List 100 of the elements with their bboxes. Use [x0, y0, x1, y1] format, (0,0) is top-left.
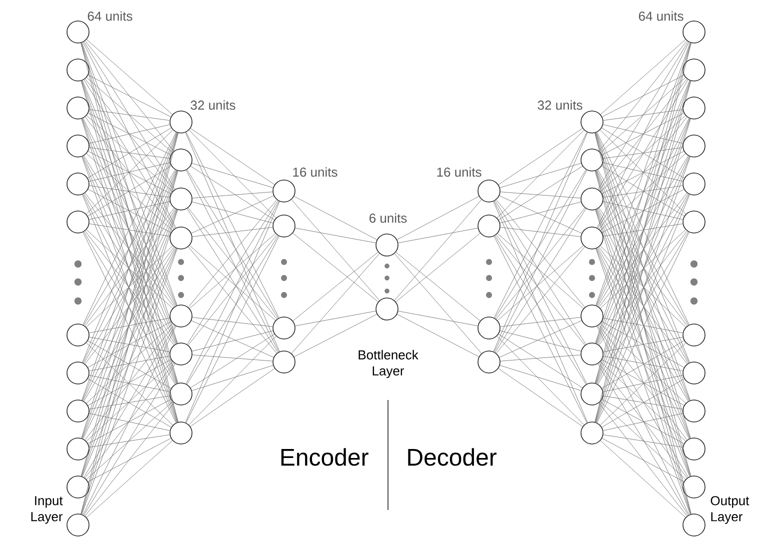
connection-line — [598, 246, 688, 364]
connection-line — [496, 234, 586, 346]
connection-line — [185, 201, 280, 423]
connection-line — [603, 224, 683, 236]
neuron-circle — [580, 422, 604, 444]
layer-size-label: 64 units — [638, 11, 684, 21]
connection-line — [294, 228, 376, 244]
connection-line — [84, 208, 174, 326]
section-label: Encoder — [281, 448, 368, 466]
neuron-circle — [66, 400, 90, 422]
connection-line — [82, 248, 177, 477]
connection-line — [602, 413, 684, 431]
connection-line — [500, 330, 582, 352]
connection-line — [292, 232, 378, 302]
connection-line — [84, 246, 174, 364]
connection-line — [88, 378, 172, 428]
connection-line — [596, 42, 690, 228]
connection-line — [394, 199, 482, 301]
connection-line — [89, 396, 170, 410]
neuron-circle — [170, 422, 192, 444]
connection-line — [82, 118, 176, 306]
connection-line — [186, 132, 280, 318]
connection-line — [596, 156, 690, 344]
connection-line — [499, 196, 582, 234]
connection-line — [82, 248, 176, 439]
layer-size-label: 16 units — [437, 167, 482, 177]
connection-line — [84, 192, 174, 308]
connection-line — [398, 228, 478, 244]
connection-line — [84, 80, 176, 228]
connection-line — [602, 438, 684, 482]
connection-line — [84, 232, 176, 384]
connection-line — [496, 130, 584, 218]
connection-line — [188, 336, 276, 426]
connection-line — [84, 362, 174, 478]
connection-line — [82, 132, 176, 325]
connection-line — [602, 378, 684, 428]
connection-line — [86, 401, 173, 480]
connection-line — [186, 200, 280, 384]
neuron-circle — [66, 362, 90, 384]
connection-line — [603, 109, 683, 121]
connection-line — [84, 324, 174, 440]
connection-line — [498, 166, 583, 220]
connection-line — [494, 169, 586, 318]
connection-line — [598, 156, 688, 306]
neuron-circle — [170, 342, 192, 366]
connection-line — [602, 399, 684, 444]
connection-line — [88, 162, 170, 182]
connection-line — [602, 124, 684, 144]
connection-line — [89, 336, 170, 352]
connection-line — [89, 224, 170, 236]
connection-line — [190, 166, 275, 220]
connection-line — [291, 199, 380, 301]
connection-line — [188, 246, 277, 354]
connection-line — [598, 194, 688, 344]
neuron-circle — [170, 382, 192, 406]
connection-line — [600, 77, 686, 153]
layer-size-label: 32 units — [190, 100, 236, 110]
connection-line — [602, 318, 684, 334]
connection-line — [500, 163, 582, 188]
connection-line — [86, 229, 173, 309]
connection-line — [598, 208, 688, 326]
connection-line — [84, 40, 174, 152]
connection-line — [192, 192, 273, 198]
connection-line — [292, 252, 378, 322]
connection-line — [396, 232, 480, 302]
connection-line — [188, 200, 277, 308]
connection-line — [86, 362, 173, 442]
connection-line — [186, 170, 280, 352]
connection-line — [189, 233, 276, 309]
connection-line — [84, 170, 176, 326]
neuron-circle — [272, 180, 296, 202]
connection-line — [82, 156, 176, 344]
neuron-circle — [376, 298, 398, 320]
connection-line — [294, 314, 378, 357]
neuron-circle — [682, 438, 706, 460]
neuron-circle — [682, 324, 706, 346]
connection-line — [598, 208, 688, 364]
neuron-circle — [170, 304, 192, 328]
connection-line — [192, 202, 274, 224]
connection-line — [192, 354, 273, 362]
connection-line — [598, 362, 688, 478]
connection-line — [496, 200, 585, 308]
connection-line — [600, 324, 686, 404]
neuron-circle — [66, 134, 90, 158]
connection-line — [88, 128, 172, 178]
connection-line — [192, 227, 273, 237]
connection-line — [600, 362, 686, 442]
connection-line — [496, 336, 584, 426]
connection-line — [84, 156, 176, 306]
connection-line — [188, 130, 276, 218]
connection-line — [86, 246, 173, 328]
connection-line — [84, 230, 174, 346]
neuron-circle — [66, 96, 90, 120]
connection-line — [602, 375, 684, 392]
connection-line — [294, 310, 376, 326]
connection-line — [88, 438, 172, 482]
neuron-circle — [66, 514, 90, 536]
connection-line — [498, 128, 583, 185]
connection-line — [88, 166, 172, 216]
neuron-circle — [66, 324, 90, 346]
